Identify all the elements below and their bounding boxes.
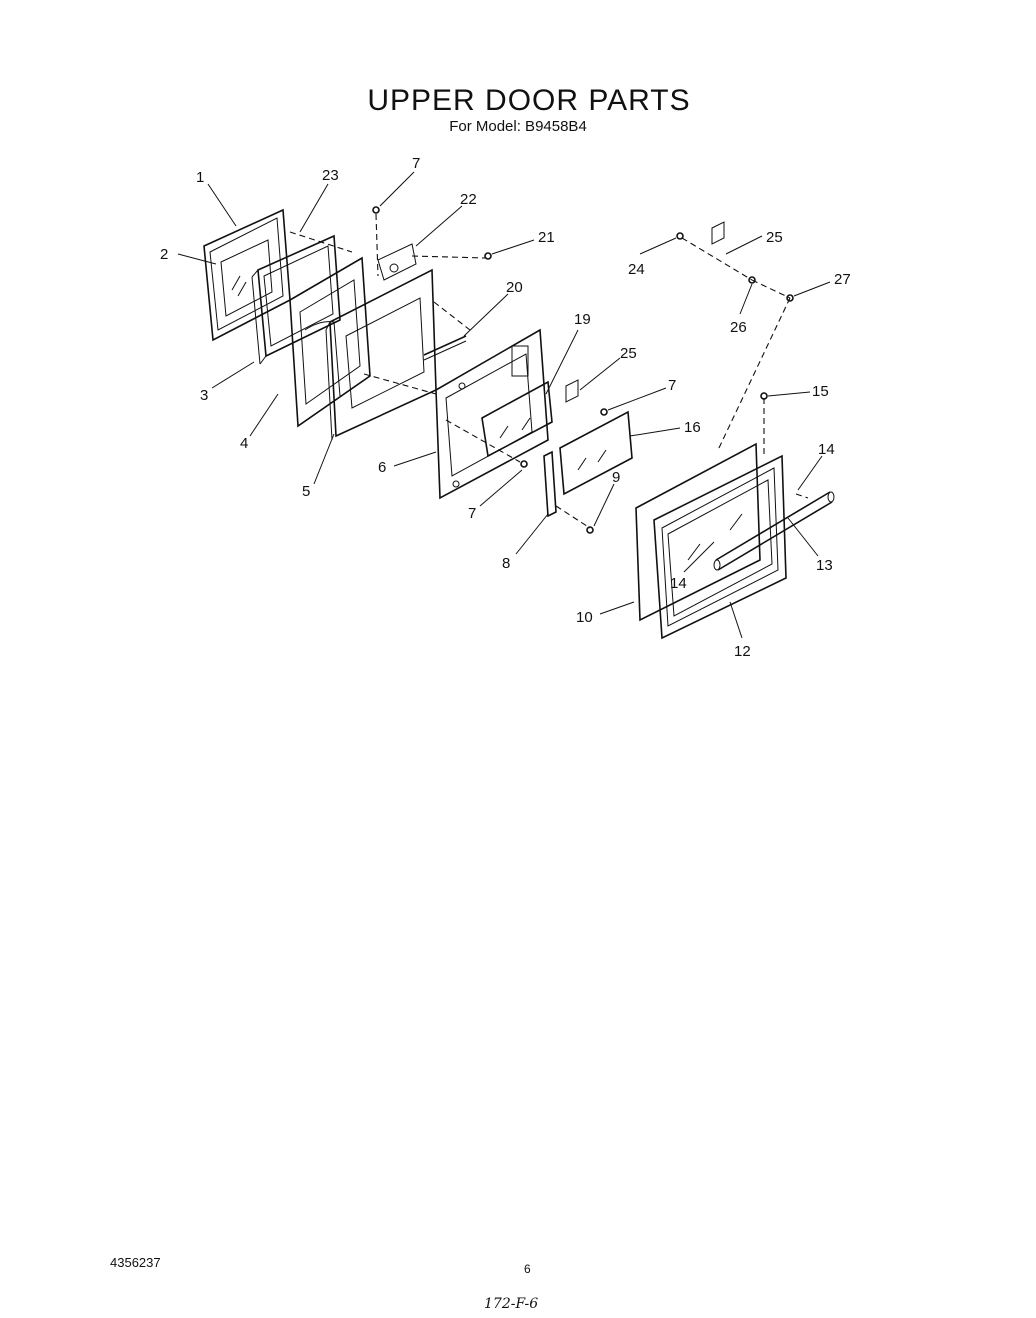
callout-10: 10: [576, 609, 593, 626]
callout-15: 15: [812, 383, 829, 400]
callout-labels: 1 23 7 22 21 2 20 3 4 19 25 7 6 5 16 7 9…: [160, 155, 851, 660]
part-23-window-pack: [251, 234, 341, 365]
part-25-clip: [565, 221, 725, 403]
callout-7-top: 7: [412, 155, 420, 172]
callout-24: 24: [628, 261, 645, 278]
callout-14-right: 14: [818, 441, 835, 458]
callout-23: 23: [322, 167, 339, 184]
callout-13: 13: [816, 557, 833, 574]
callout-12: 12: [734, 643, 751, 660]
part-22-bracket: [377, 243, 417, 281]
callout-6: 6: [378, 459, 386, 476]
page-title: UPPER DOOR PARTS: [367, 84, 691, 117]
callout-25-mid: 25: [620, 345, 637, 362]
part-16-glass: [559, 410, 633, 496]
callout-27: 27: [834, 271, 851, 288]
part-19-inner-glass: [481, 380, 553, 458]
callout-8: 8: [502, 555, 510, 572]
part-5-door-liner: [325, 268, 437, 441]
callout-7-mid: 7: [668, 377, 676, 394]
callout-21: 21: [538, 229, 555, 246]
callout-3: 3: [200, 387, 208, 404]
part-8-side-strip: [543, 450, 557, 518]
callout-2: 2: [160, 246, 168, 263]
callout-22: 22: [460, 191, 477, 208]
part-10-outer-door: [635, 442, 761, 622]
part-1-door-frame: [203, 208, 291, 342]
document-number: 4356237: [110, 1255, 161, 1270]
leader-lines: [177, 171, 831, 639]
callout-20: 20: [506, 279, 523, 296]
callout-5: 5: [302, 483, 310, 500]
part-12-door-frame: [653, 454, 787, 640]
part-20-strip: [423, 335, 467, 361]
callout-4: 4: [240, 435, 248, 452]
callout-7-low: 7: [468, 505, 476, 522]
callout-26: 26: [730, 319, 747, 336]
assembly-lines: [289, 213, 809, 529]
callout-16: 16: [684, 419, 701, 436]
callout-25-top: 25: [766, 229, 783, 246]
part-4-insulation-frame: [289, 256, 371, 428]
part-6-inner-panel: [435, 328, 549, 500]
callout-19: 19: [574, 311, 591, 328]
handwritten-note: 172-F-6: [484, 1296, 539, 1312]
part-13-handle: [713, 491, 835, 571]
model-subtitle: For Model: B9458B4: [449, 118, 587, 135]
fasteners: [372, 206, 794, 534]
callout-1: 1: [196, 169, 204, 186]
callout-14-left: 14: [670, 575, 687, 592]
callout-9: 9: [612, 469, 620, 486]
page-number: 6: [524, 1262, 531, 1276]
